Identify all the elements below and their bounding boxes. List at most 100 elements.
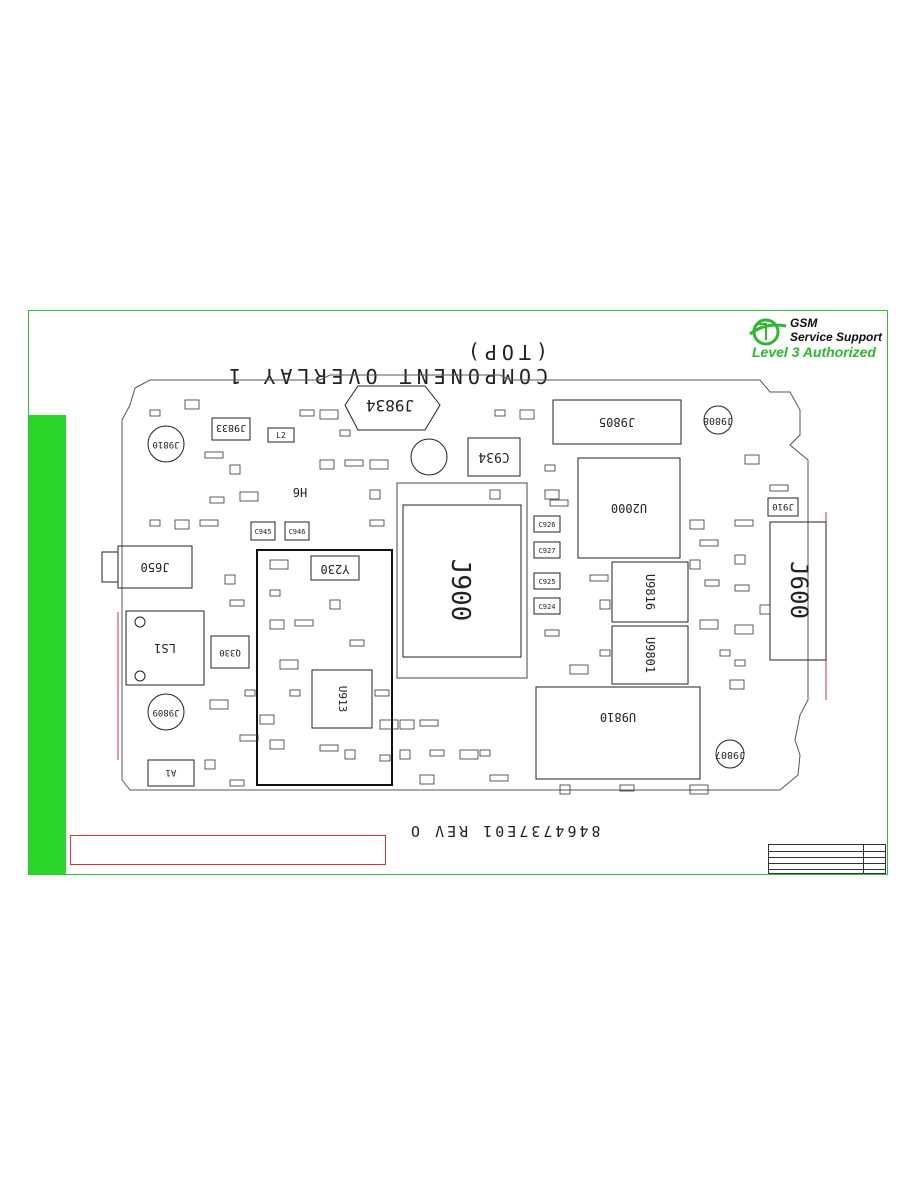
j9834-label: J9834 — [366, 396, 414, 415]
j9805-label: J9805 — [599, 415, 635, 429]
j9833-label: J9833 — [216, 422, 246, 433]
smd-part — [519, 409, 535, 420]
smd-part — [269, 619, 285, 630]
smd-part — [149, 409, 161, 417]
logo-line-3: Level 3 Authorized — [752, 344, 876, 360]
u2000-outline — [577, 457, 681, 559]
c945-outline — [250, 521, 276, 541]
smd-part — [544, 629, 560, 637]
smd-part — [689, 559, 701, 570]
smd-part — [459, 749, 479, 760]
q330-outline — [210, 635, 250, 669]
small-components — [149, 399, 789, 795]
smd-part — [299, 409, 315, 417]
smd-part — [344, 749, 356, 760]
shield-can — [256, 549, 393, 786]
smd-part — [199, 519, 219, 527]
j9834-outline — [344, 385, 441, 431]
c924-outline — [533, 597, 561, 615]
smd-part — [229, 779, 245, 787]
smd-part — [729, 679, 745, 690]
c945-label: C945 — [255, 528, 272, 536]
smd-part — [699, 619, 719, 630]
smd-part — [319, 744, 339, 752]
drawing-frame — [28, 310, 888, 875]
smd-part — [489, 774, 509, 782]
smd-part — [589, 574, 609, 582]
smd-part — [619, 784, 635, 792]
smd-part — [289, 689, 301, 697]
note-box — [70, 835, 386, 865]
c926-label: C926 — [539, 521, 556, 529]
j9810-label: J9810 — [152, 439, 179, 449]
smd-part — [379, 719, 399, 730]
smd-part — [204, 451, 224, 459]
smd-part — [549, 499, 569, 507]
j9808-outline — [703, 405, 733, 435]
smd-part — [279, 659, 299, 670]
u9801-outline — [611, 625, 689, 685]
smd-part — [544, 464, 556, 472]
smd-part — [369, 459, 389, 470]
j600-label: J600 — [785, 561, 813, 619]
smd-part — [419, 719, 439, 727]
smd-part — [209, 699, 229, 710]
inductor-outline — [410, 438, 448, 476]
smd-part — [239, 491, 259, 502]
c934-outline — [467, 437, 521, 477]
u2000-label: U2000 — [611, 501, 647, 515]
c924-label: C924 — [539, 603, 556, 611]
j9833-outline — [211, 417, 251, 441]
smd-part — [259, 714, 275, 725]
u9801-label: U9801 — [643, 637, 657, 673]
u913-label: U913 — [336, 686, 349, 713]
smd-part — [494, 409, 506, 417]
j600-outline — [769, 521, 827, 661]
j900-outline — [402, 504, 522, 658]
u9810-outline — [535, 686, 701, 780]
j650-label: J650 — [141, 560, 170, 574]
c925-label: C925 — [539, 578, 556, 586]
u9816-label: U9816 — [643, 574, 657, 610]
j900-label: J900 — [445, 559, 475, 622]
h6-label: H6 — [293, 485, 307, 499]
smd-part — [734, 584, 750, 592]
j9807-label: J9807 — [715, 749, 745, 760]
q330-label: Q330 — [219, 647, 241, 657]
j910-label: J910 — [772, 501, 794, 511]
a1-label: A1 — [166, 767, 177, 777]
smd-part — [174, 519, 190, 530]
smd-part — [689, 519, 705, 530]
c925-outline — [533, 572, 561, 590]
smd-part — [544, 489, 560, 500]
j900-frame — [396, 482, 528, 679]
u9816-outline — [611, 561, 689, 623]
smd-part — [269, 739, 285, 750]
ls1-label: LS1 — [154, 641, 176, 655]
logo: GSM Service Support Level 3 Authorized — [748, 314, 884, 360]
smd-part — [399, 719, 415, 730]
logo-line-2: Service Support — [790, 330, 883, 344]
title-block — [768, 844, 886, 874]
c946-label: C946 — [289, 528, 306, 536]
smd-part — [379, 754, 391, 762]
smd-part — [734, 554, 746, 565]
smd-part — [294, 619, 314, 627]
board-outline — [121, 374, 809, 791]
smd-part — [759, 604, 771, 615]
smd-part — [479, 749, 491, 757]
a1-outline — [147, 759, 195, 787]
side-bar — [28, 415, 66, 875]
j910-outline — [767, 497, 799, 517]
u9810-label: U9810 — [600, 710, 636, 724]
smd-part — [319, 409, 339, 420]
smd-part — [374, 689, 390, 697]
smd-part — [349, 639, 365, 647]
c946-outline — [284, 521, 310, 541]
smd-part — [429, 749, 445, 757]
smd-part — [599, 649, 611, 657]
smd-part — [239, 734, 259, 742]
smd-part — [329, 599, 341, 610]
l2-label: L2 — [276, 431, 286, 440]
y230-outline — [310, 555, 360, 581]
